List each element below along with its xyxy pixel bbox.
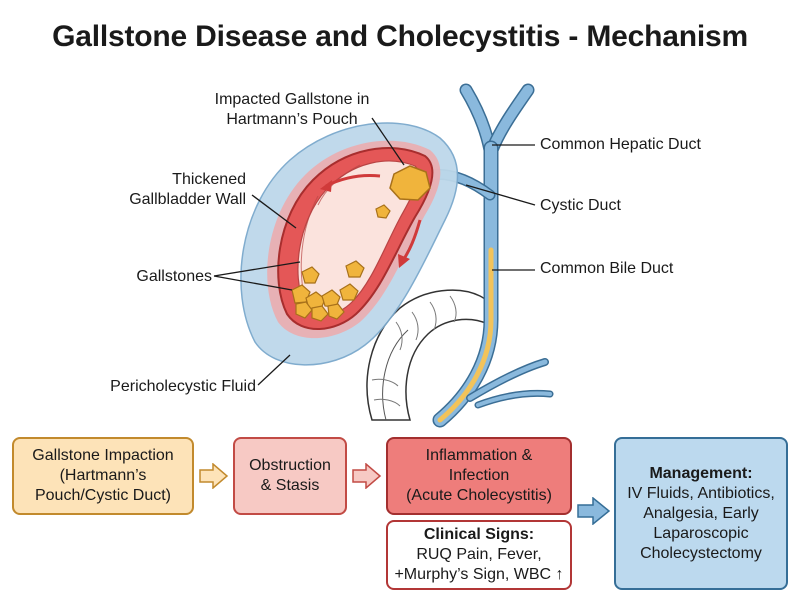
flow-arrows (320, 174, 422, 268)
management-text: Cholecystectomy (640, 544, 762, 562)
arrow-right-icon (199, 463, 229, 489)
step-obstruction-stasis: Obstruction & Stasis (233, 437, 347, 515)
wall-label: Thickened Gallbladder Wall (100, 170, 246, 210)
cystic-duct-label: Cystic Duct (540, 197, 621, 214)
arrow-right-icon (577, 497, 611, 525)
step-text: Pouch/Cystic Duct) (34, 487, 172, 504)
wall-label-line: Thickened (172, 171, 246, 188)
management-text: IV Fluids, Antibiotics, (627, 484, 775, 502)
common-bile-duct-label: Common Bile Duct (540, 260, 674, 277)
management-text: Analgesia, Early (643, 504, 759, 522)
step-text: (Hartmann’s (59, 467, 147, 484)
clinical-signs-title: Clinical Signs: (423, 526, 535, 543)
biliary-ducts (424, 83, 554, 428)
step-text: Gallstone Impaction (32, 447, 174, 464)
management-title: Management: (649, 464, 753, 482)
management-box: Management: IV Fluids, Antibiotics, Anal… (614, 437, 788, 590)
clinical-signs-text: +Murphy’s Sign, WBC ↑ (394, 566, 564, 583)
step-gallstone-impaction: Gallstone Impaction (Hartmann’s Pouch/Cy… (12, 437, 194, 515)
impacted-gallstone (389, 165, 431, 201)
management-text: Laparoscopic (653, 524, 749, 542)
step-text: & Stasis (260, 477, 320, 494)
impacted-label-line: Impacted Gallstone in (214, 91, 370, 108)
arrow-right-icon (352, 463, 382, 489)
leader-lines (213, 117, 536, 386)
gallstones-label: Gallstones (136, 268, 212, 285)
clinical-signs-text: RUQ Pain, Fever, (416, 546, 542, 563)
page-title: Gallstone Disease and Cholecystitis - Me… (52, 20, 748, 53)
impacted-label-line: Hartmann’s Pouch (226, 111, 358, 128)
step-text: (Acute Cholecystitis) (406, 487, 552, 504)
wall-label-line: Gallbladder Wall (129, 191, 246, 208)
step-text: Infection (448, 467, 510, 484)
step-text: Obstruction (249, 457, 331, 474)
step-text: Inflammation & (425, 447, 533, 464)
gallstones (291, 204, 391, 322)
clinical-signs-box: Clinical Signs: RUQ Pain, Fever, +Murphy… (386, 520, 572, 590)
pericholecystic-label: Pericholecystic Fluid (110, 378, 256, 395)
step-inflammation-infection: Inflammation & Infection (Acute Cholecys… (386, 437, 572, 515)
common-hepatic-duct-label: Common Hepatic Duct (540, 136, 701, 153)
impacted-gallstone-label: Impacted Gallstone in Hartmann’s Pouch (192, 90, 392, 130)
